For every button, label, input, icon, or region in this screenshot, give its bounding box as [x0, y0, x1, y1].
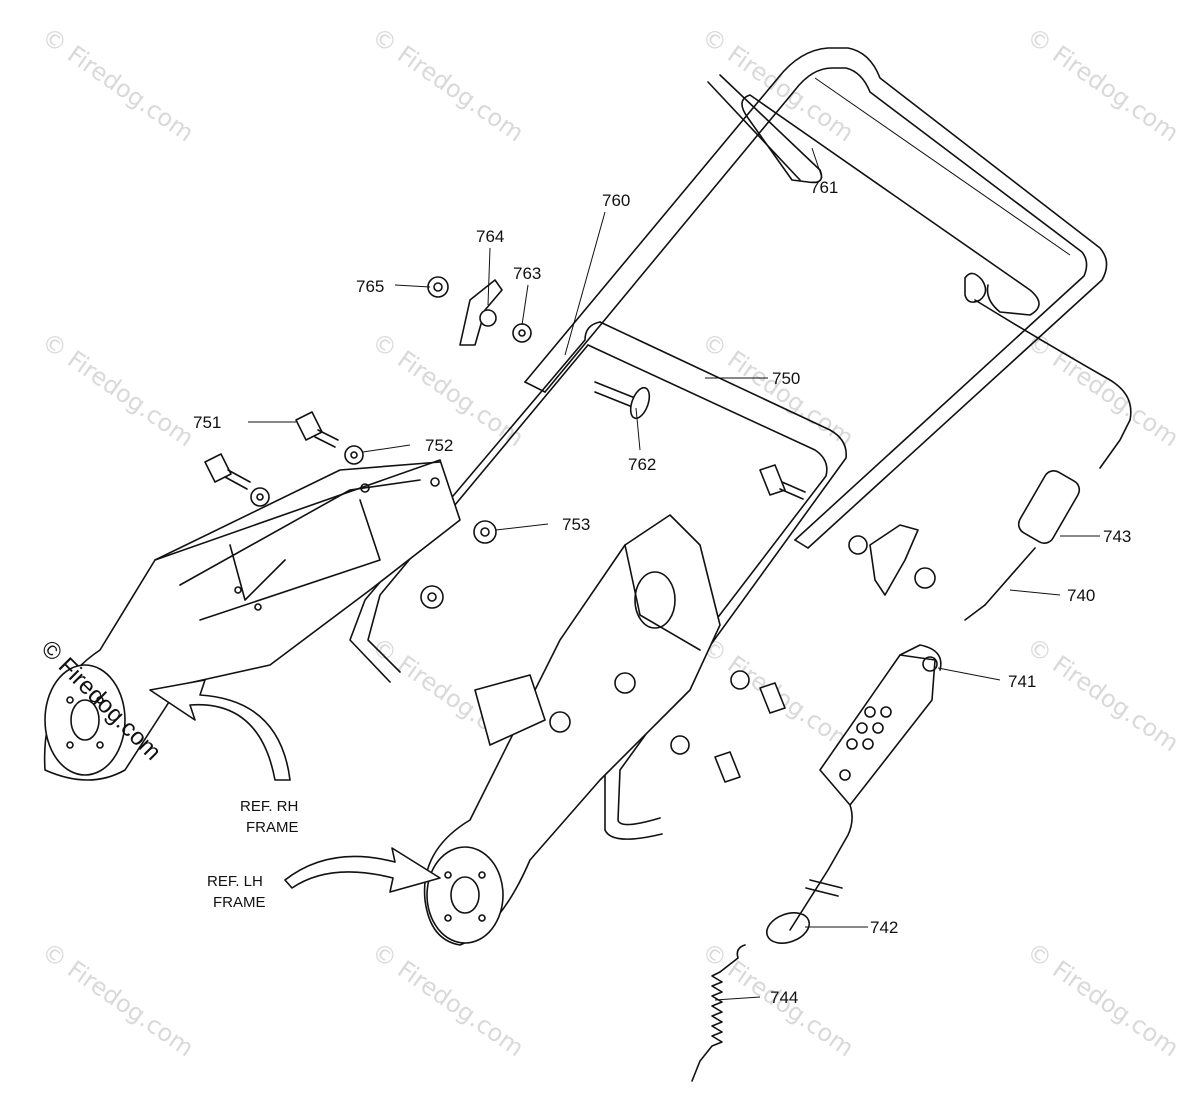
control-cable-740 [964, 299, 1132, 621]
washer-763 [512, 323, 532, 343]
watermark: © Firedog.com [367, 937, 529, 1062]
label-765: 765 [356, 277, 384, 296]
label-761: 761 [810, 178, 838, 197]
watermark: © Firedog.com [37, 22, 199, 147]
ref-labels: REF. RH FRAME REF. LH FRAME [207, 798, 299, 911]
label-742: 742 [870, 918, 898, 937]
upper-handle-760 [524, 47, 1108, 549]
control-bail-761 [707, 74, 1040, 316]
rh-frame-arrow [149, 679, 291, 781]
cable-bracket-741 [819, 644, 942, 806]
label-743: 743 [1103, 527, 1131, 546]
watermark: © Firedog.com [697, 22, 859, 147]
part-labels: 760 761 764 763 765 750 751 752 762 753 … [193, 178, 1131, 1007]
label-764: 764 [476, 227, 504, 246]
watermark: © Firedog.com [1022, 327, 1180, 452]
watermark: © Firedog.com [367, 327, 529, 452]
label-751: 751 [193, 413, 221, 432]
lh-frame [423, 514, 721, 946]
fastener-group [204, 276, 936, 783]
ref-rh-line1: REF. RH [240, 798, 298, 815]
label-760: 760 [602, 191, 630, 210]
nut-765 [427, 276, 449, 298]
label-753: 753 [562, 515, 590, 534]
washer-752 [344, 445, 364, 465]
watermark: © Firedog.com [37, 327, 199, 452]
label-744: 744 [770, 988, 798, 1007]
watermark: © Firedog.com [37, 937, 199, 1062]
watermark: © Firedog.com [1022, 22, 1180, 147]
spring-744 [691, 804, 853, 1082]
label-750: 750 [772, 369, 800, 388]
label-752: 752 [425, 436, 453, 455]
watermark: © Firedog.com [367, 22, 529, 147]
knob-764 [459, 279, 503, 346]
lh-frame-arrow [284, 847, 441, 893]
label-762: 762 [628, 455, 656, 474]
ref-rh-line2: FRAME [246, 819, 299, 836]
label-740: 740 [1067, 586, 1095, 605]
bolt-751 [295, 411, 323, 441]
rh-frame [43, 459, 461, 781]
bolt-762 [594, 381, 636, 399]
watermark: © Firedog.com [1022, 937, 1180, 1062]
ref-lh-line1: REF. LH [207, 873, 263, 890]
ref-arrows [149, 679, 441, 893]
leader-lines [248, 147, 1100, 1001]
nut-753 [473, 520, 497, 544]
label-763: 763 [513, 264, 541, 283]
watermark: © Firedog.com [1022, 632, 1180, 757]
label-741: 741 [1008, 672, 1036, 691]
ref-lh-line2: FRAME [213, 894, 266, 911]
